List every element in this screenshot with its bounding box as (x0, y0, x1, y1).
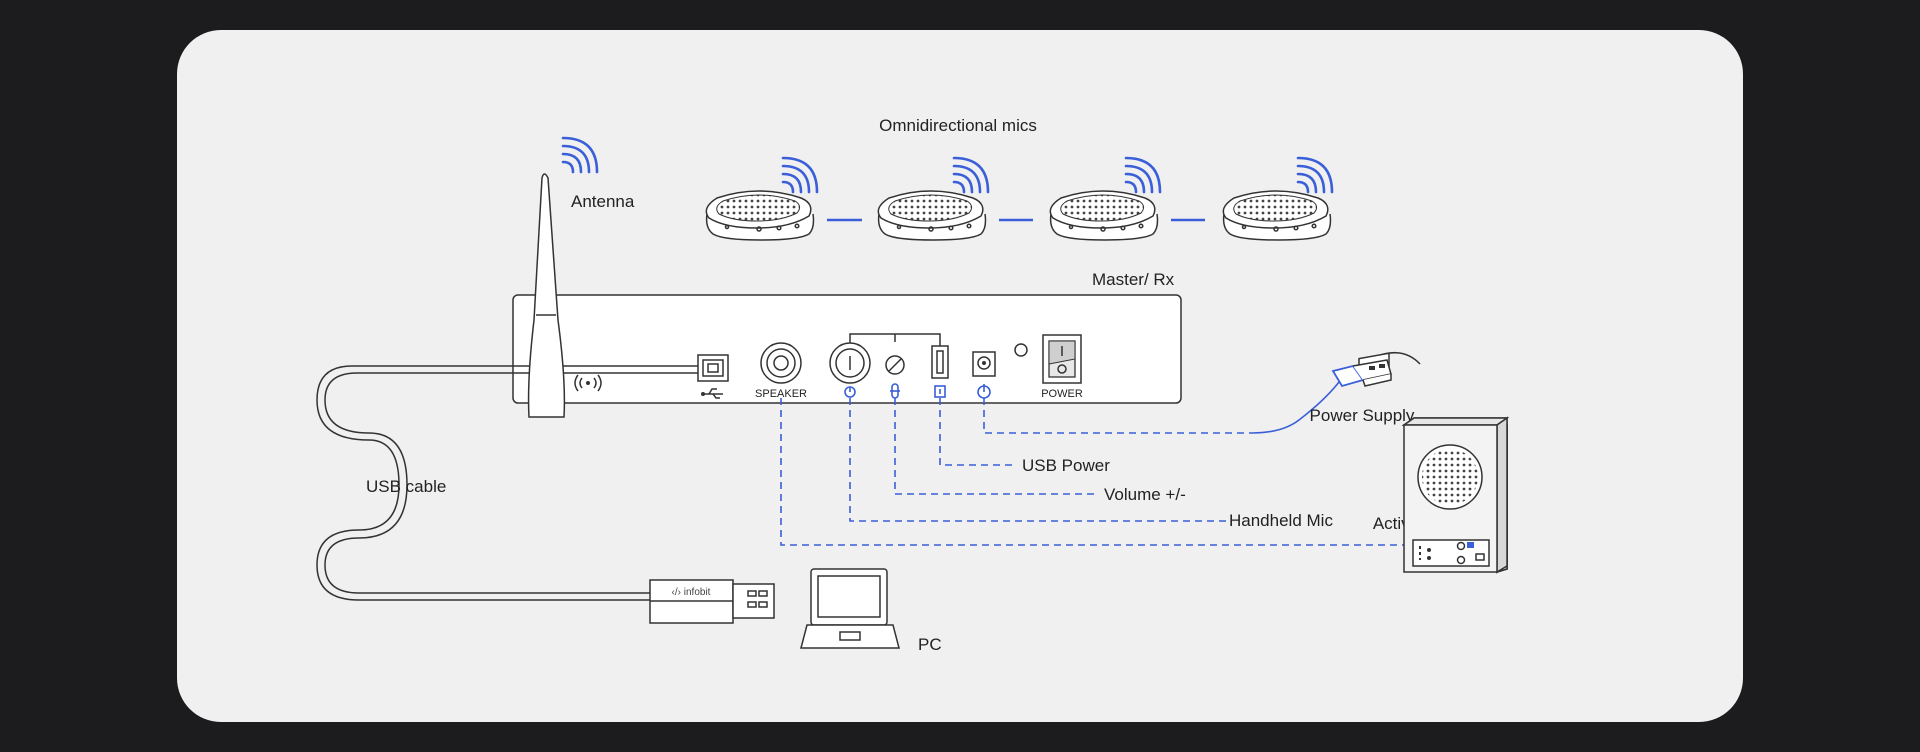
wireless-waves-icon (952, 156, 990, 194)
usb-power-port (931, 345, 949, 379)
handheld-mic-jack (829, 342, 871, 384)
wireless-waves-icon (1124, 156, 1162, 194)
omni-mic-4 (1217, 156, 1334, 243)
laptop-icon (800, 568, 900, 649)
speaker-port-label: SPEAKER (755, 388, 807, 400)
volume-knob (885, 355, 905, 375)
usb-dongle (649, 579, 775, 624)
usb-port (697, 354, 729, 382)
power-switch (1042, 334, 1082, 384)
omni-mic-1 (700, 156, 819, 243)
diagram-panel: Omnidirectional mics Antenna Master/ Rx … (177, 30, 1743, 722)
omni-mic-3 (1044, 156, 1162, 243)
antenna (527, 173, 566, 418)
speaker-connection-line (780, 398, 1495, 546)
pc-label: PC (918, 635, 942, 654)
handheld-mic-label: Handheld Mic (1229, 511, 1333, 530)
usb-power-icon (934, 385, 946, 398)
power-port-label: POWER (1041, 388, 1083, 400)
volume-label: Volume +/- (1104, 485, 1186, 504)
usb-cable-label: USB cable (366, 477, 446, 496)
connection-diagram: Omnidirectional mics Antenna Master/ Rx … (316, 116, 1510, 654)
status-led (1014, 343, 1028, 357)
power-supply-label: Power Supply (1310, 406, 1415, 425)
power-plug-icon (1331, 351, 1421, 388)
speaker-jack (760, 342, 802, 384)
volume-line (894, 398, 1095, 495)
usb-power-label: USB Power (1022, 456, 1110, 475)
usb-power-line (939, 398, 1013, 466)
wireless-waves-icon (1296, 156, 1334, 194)
omni-mics-label: Omnidirectional mics (879, 116, 1037, 135)
handheld-mic-line (849, 398, 1230, 522)
usb-cable-inner (324, 372, 728, 594)
mic-port-icon (844, 386, 856, 398)
wireless-indicator-icon (574, 374, 602, 392)
antenna-waves-icon (561, 136, 599, 174)
omni-mic-2 (872, 156, 990, 243)
power-cord-blue (1251, 381, 1340, 434)
speaker-final (1401, 416, 1510, 574)
dongle-brand-text: ‹/› infobit (672, 587, 711, 598)
wireless-waves-icon (781, 156, 819, 194)
master-rx-label: Master/ Rx (1092, 270, 1175, 289)
antenna-label: Antenna (571, 192, 635, 211)
dc-power-jack (972, 351, 996, 377)
usb-symbol-icon (701, 388, 723, 399)
usb-cable (316, 365, 728, 601)
